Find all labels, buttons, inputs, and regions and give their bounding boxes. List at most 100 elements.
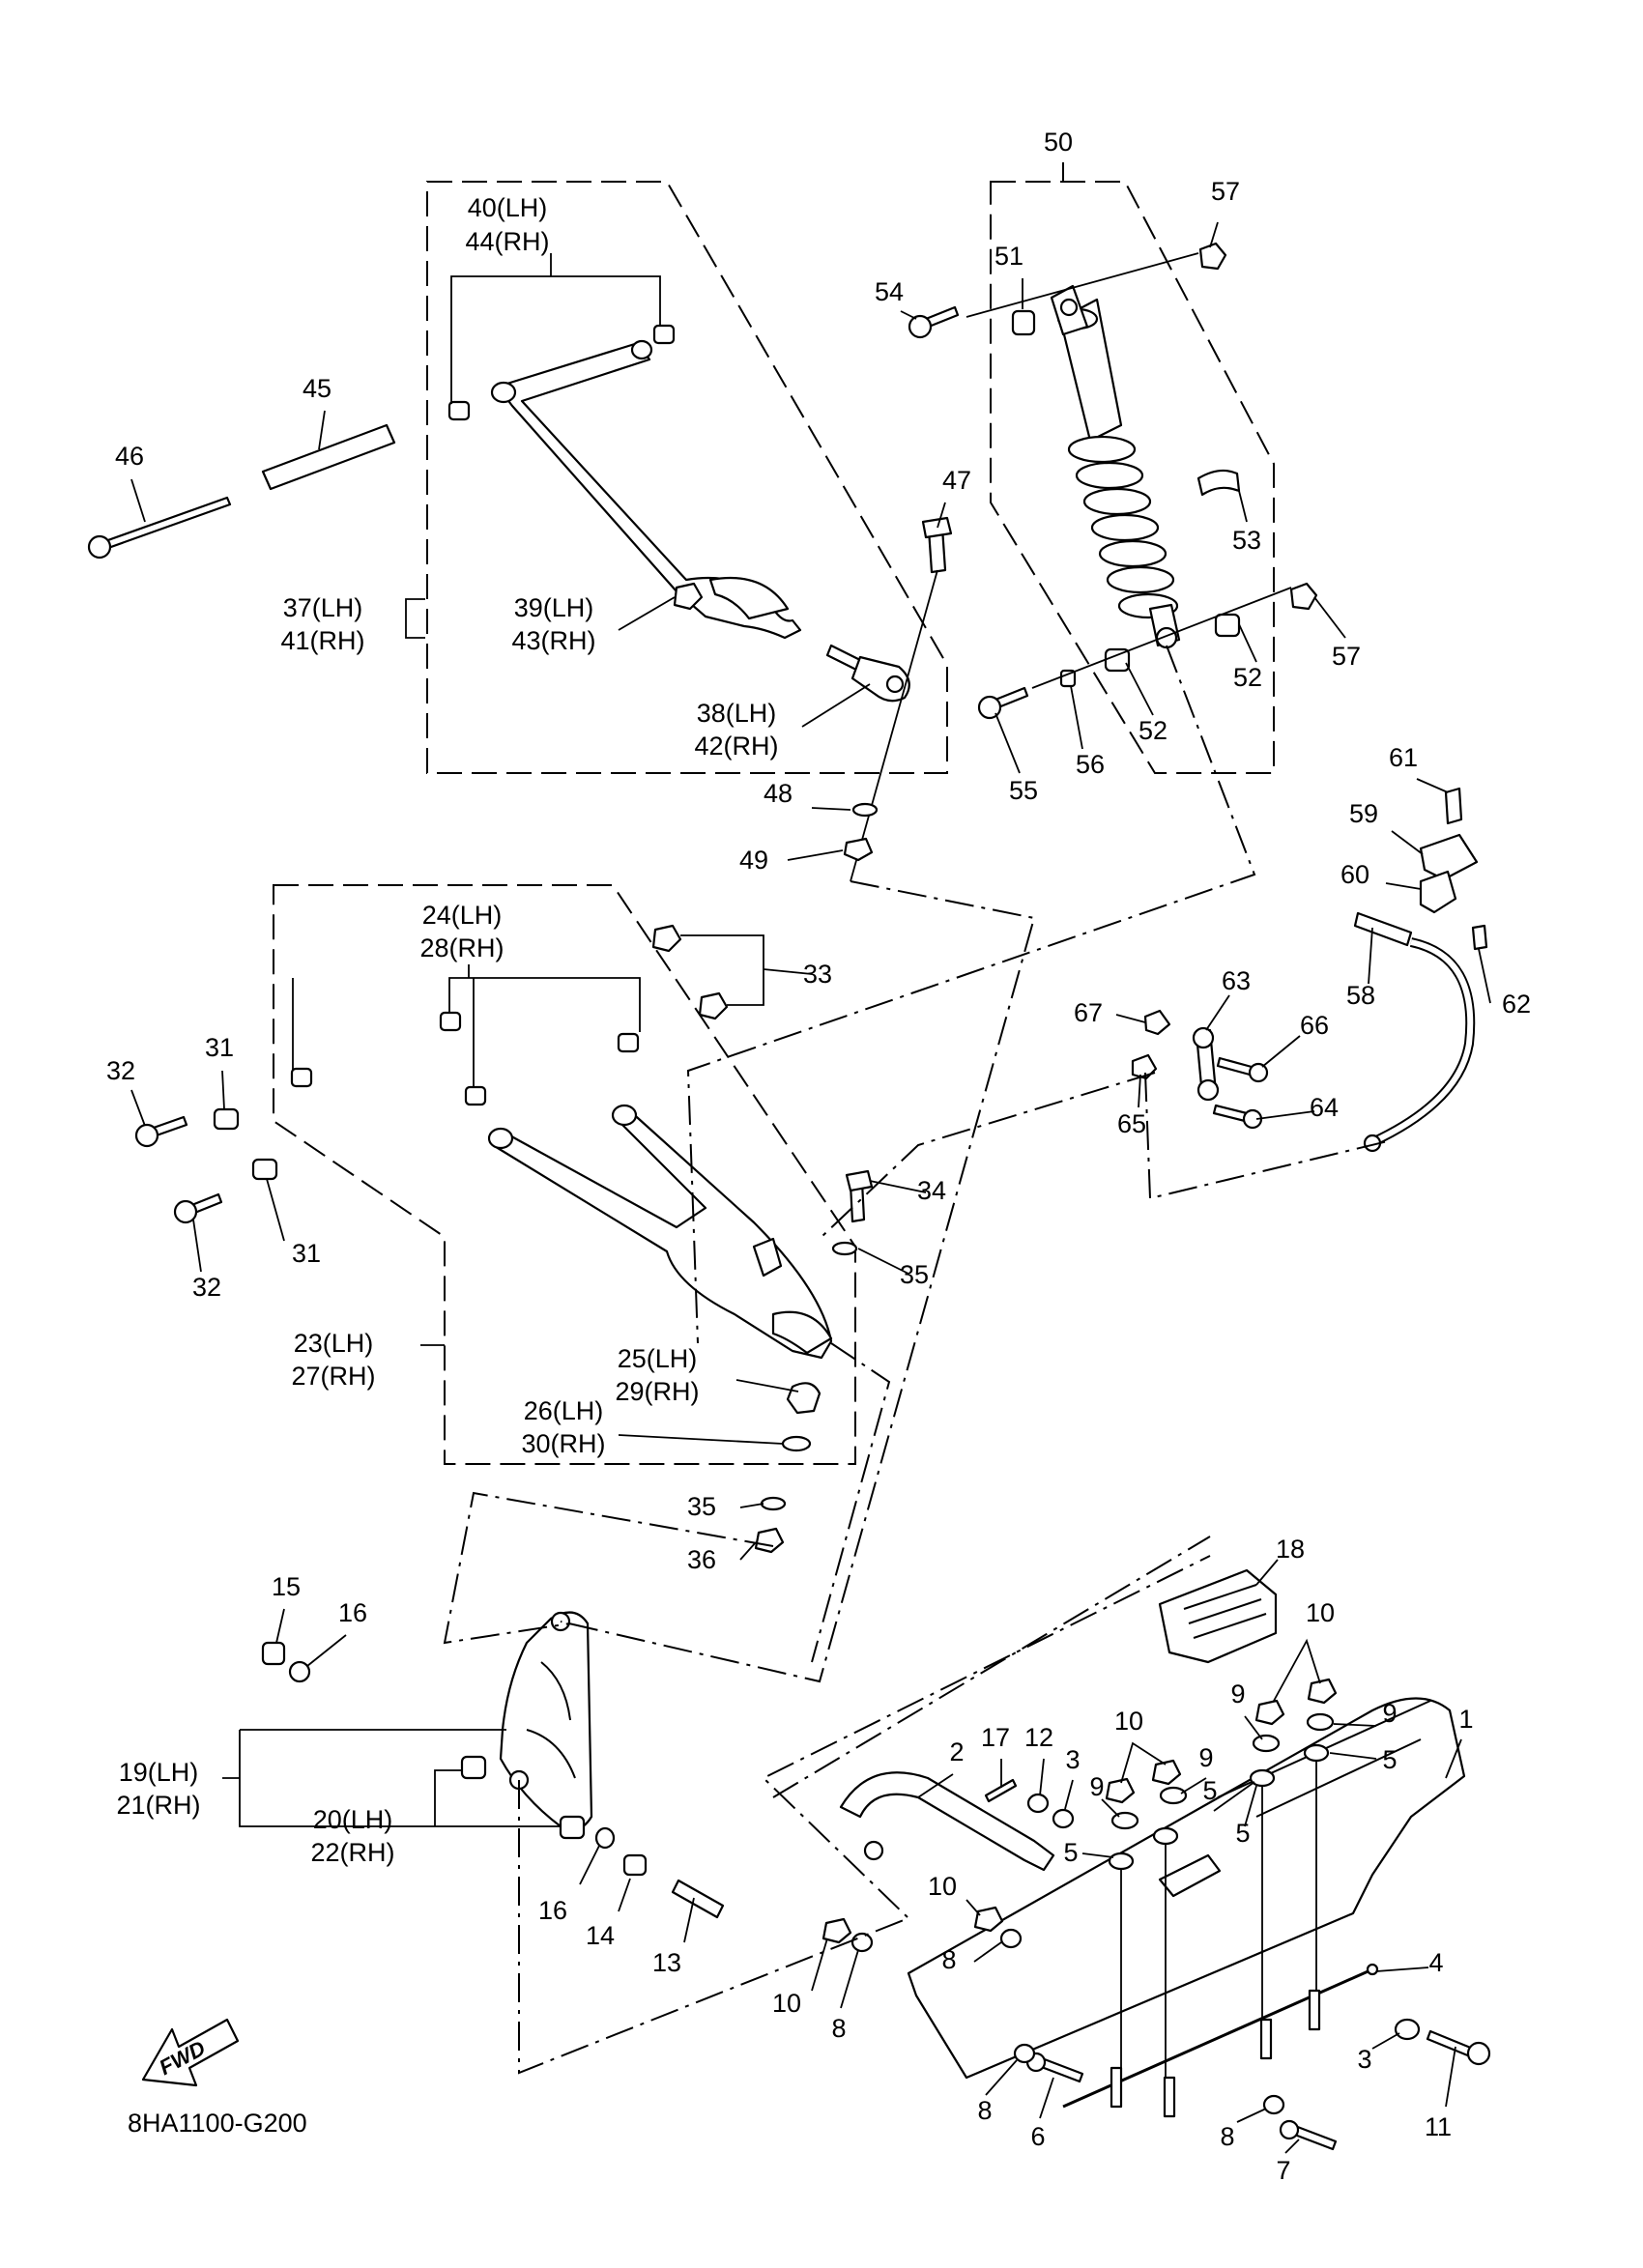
callout-10: 10 bbox=[1306, 1598, 1335, 1627]
callout-9: 9 bbox=[1089, 1772, 1104, 1801]
callout-45: 45 bbox=[303, 374, 331, 403]
callout-16: 16 bbox=[338, 1598, 367, 1627]
callout-32: 32 bbox=[106, 1056, 135, 1085]
nut-39 bbox=[673, 582, 704, 611]
callout-42-rh: 42(RH) bbox=[694, 732, 778, 761]
callout-62: 62 bbox=[1502, 990, 1531, 1019]
collar-51 bbox=[1011, 309, 1036, 336]
spindle-bracket-assembly bbox=[261, 1611, 725, 1919]
callout-3: 3 bbox=[1357, 2045, 1371, 2074]
callout-40-lh: 40(LH) bbox=[468, 193, 548, 222]
callout-8: 8 bbox=[941, 1945, 956, 1974]
collar-31-b bbox=[251, 1158, 278, 1181]
callout-31: 31 bbox=[205, 1033, 234, 1062]
callout-10: 10 bbox=[928, 1872, 957, 1901]
callout-5: 5 bbox=[1202, 1776, 1217, 1805]
collar-15 bbox=[261, 1641, 286, 1666]
callout-55: 55 bbox=[1009, 776, 1038, 805]
callout-60: 60 bbox=[1340, 860, 1369, 889]
callout-24-lh: 24(LH) bbox=[422, 901, 503, 930]
arm-pivot-rear bbox=[630, 339, 653, 360]
callout-31: 31 bbox=[292, 1239, 321, 1268]
callout-21-rh: 21(RH) bbox=[116, 1791, 200, 1820]
bushing-44 bbox=[652, 324, 676, 345]
callout-64: 64 bbox=[1310, 1093, 1339, 1122]
callout-37-lh: 37(LH) bbox=[283, 593, 363, 622]
callout-9: 9 bbox=[1230, 1679, 1245, 1708]
callout-49: 49 bbox=[739, 846, 768, 875]
arm-pivot-front bbox=[490, 381, 517, 404]
nut-49 bbox=[843, 837, 874, 862]
callout-57: 57 bbox=[1332, 642, 1361, 671]
callout-29-rh: 29(RH) bbox=[615, 1377, 699, 1406]
nut-10-b bbox=[973, 1906, 1004, 1933]
callout-12: 12 bbox=[1024, 1723, 1053, 1752]
callout-17: 17 bbox=[981, 1723, 1010, 1752]
bolt-11 bbox=[1426, 2029, 1475, 2058]
clamp-60 bbox=[1419, 870, 1457, 914]
callout-26-lh: 26(LH) bbox=[524, 1396, 604, 1425]
collar-5-c bbox=[1249, 1768, 1276, 1788]
collar-3-b bbox=[1394, 2018, 1421, 2041]
washer-35-b bbox=[760, 1496, 787, 1511]
callout-48: 48 bbox=[764, 779, 793, 808]
callout-18: 18 bbox=[1276, 1535, 1305, 1564]
diagram-code: 8HA1100-G200 bbox=[128, 2109, 307, 2138]
nut-10-a bbox=[822, 1917, 852, 1944]
callout-27-rh: 27(RH) bbox=[291, 1362, 375, 1391]
bolt-62 bbox=[1471, 924, 1488, 951]
stabilizer-link-assembly bbox=[1131, 787, 1488, 1153]
callout-16: 16 bbox=[538, 1896, 567, 1925]
collar-20 bbox=[460, 1755, 487, 1780]
callout-52: 52 bbox=[1139, 716, 1167, 745]
collar-52-a bbox=[1214, 613, 1241, 638]
lower-a-arm-assembly bbox=[134, 924, 874, 1554]
callout-35: 35 bbox=[687, 1492, 716, 1521]
callout-1: 1 bbox=[1458, 1705, 1473, 1734]
collar-5-a bbox=[1108, 1852, 1135, 1871]
callout-59: 59 bbox=[1349, 799, 1378, 828]
clamp-59 bbox=[1419, 833, 1479, 881]
callout-5: 5 bbox=[1063, 1838, 1078, 1867]
bolt-61 bbox=[1444, 787, 1463, 825]
lower-arm-pivot-rear bbox=[611, 1104, 638, 1127]
callout-8: 8 bbox=[977, 2096, 992, 2125]
washer-8-b bbox=[999, 1928, 1023, 1949]
bushing-24-b bbox=[464, 1085, 487, 1106]
nut-36 bbox=[754, 1527, 785, 1554]
nut-33-a bbox=[651, 924, 682, 953]
callout-41-rh: 41(RH) bbox=[280, 626, 364, 655]
collar-5-d bbox=[1303, 1743, 1330, 1763]
bolt-64 bbox=[1212, 1104, 1249, 1123]
callout-35: 35 bbox=[900, 1260, 929, 1289]
callout-43-rh: 43(RH) bbox=[511, 626, 595, 655]
callout-8: 8 bbox=[1220, 2122, 1234, 2151]
nut-10-d bbox=[1151, 1759, 1182, 1786]
collar-22 bbox=[559, 1815, 586, 1840]
washer-48 bbox=[851, 802, 879, 818]
callout-4: 4 bbox=[1428, 1948, 1443, 1977]
callout-25-lh: 25(LH) bbox=[618, 1344, 698, 1373]
ball-joint-26 bbox=[786, 1382, 822, 1415]
callout-9: 9 bbox=[1382, 1699, 1397, 1728]
stud-b bbox=[1163, 2076, 1176, 2118]
washer-16-a bbox=[288, 1660, 311, 1683]
callout-61: 61 bbox=[1389, 743, 1418, 772]
callout-38-lh: 38(LH) bbox=[697, 699, 777, 728]
callout-13: 13 bbox=[652, 1948, 681, 1977]
part-12 bbox=[1026, 1793, 1050, 1814]
callout-labels: 5057515440(LH)44(RH)4546475337(LH)41(RH)… bbox=[106, 128, 1531, 2185]
pipe-13 bbox=[671, 1879, 725, 1919]
callout-39-lh: 39(LH) bbox=[514, 593, 594, 622]
leader-lines bbox=[130, 221, 1491, 2154]
group-boundaries bbox=[273, 162, 1275, 1465]
callout-65: 65 bbox=[1117, 1109, 1146, 1138]
callout-10: 10 bbox=[1114, 1707, 1143, 1736]
callout-7: 7 bbox=[1276, 2156, 1290, 2185]
callout-19-lh: 19(LH) bbox=[119, 1758, 199, 1787]
callout-8: 8 bbox=[831, 2014, 846, 2043]
callout-47: 47 bbox=[942, 466, 971, 495]
stud-d bbox=[1308, 1989, 1321, 2031]
callout-52: 52 bbox=[1233, 663, 1262, 692]
callout-44-rh: 44(RH) bbox=[465, 227, 549, 256]
